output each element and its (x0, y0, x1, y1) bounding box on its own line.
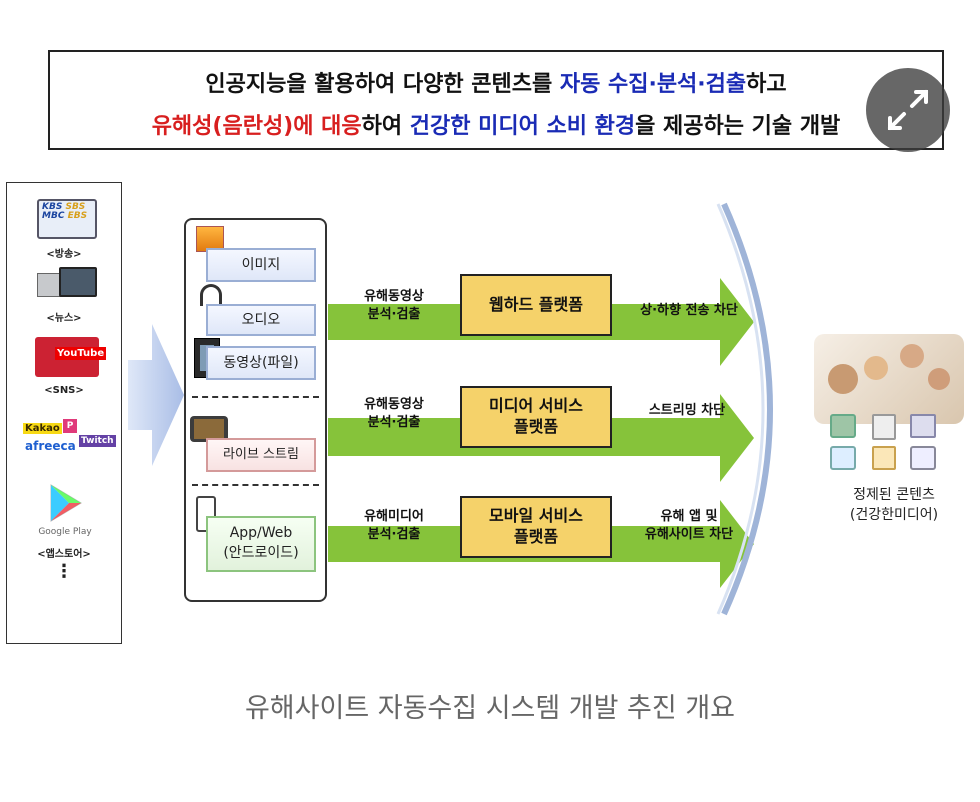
image-icon (196, 226, 224, 252)
type-app-web: App/Web (안드로이드) (206, 516, 316, 572)
source-panel: KBS SBS MBC EBS <방송> <뉴스> YouTube <SNS> … (6, 182, 122, 644)
app-web-label: App/Web (229, 525, 293, 541)
row-label-line: 유해동영상 (364, 289, 424, 304)
row-label-line: 유해 앱 및 (660, 509, 718, 524)
logo-afreeca: afreeca (25, 439, 76, 453)
row-label-line: 분석·검출 (367, 526, 421, 542)
expand-button[interactable] (866, 68, 950, 152)
streaming-platforms-icon: Kakao P afreeca Twitch (23, 419, 116, 453)
result-label-line: 정제된 콘텐츠 (853, 487, 935, 503)
result-label-line: (건강한미디어) (849, 506, 939, 523)
more-indicator: ⋮ (55, 561, 73, 582)
news-icon (37, 267, 97, 297)
source-caption-appstore: <앱스토어> (37, 549, 91, 560)
image-icon (830, 446, 856, 470)
type-image: 이미지 (206, 248, 316, 282)
headphones-icon (200, 284, 222, 306)
banner-text: 을 제공하는 기술 개발 (635, 114, 841, 139)
row-label-line: 스트리밍 차단 (648, 403, 726, 418)
platform-label: 웹하드 플랫폼 (489, 294, 583, 314)
tablet-icon (190, 416, 228, 442)
header-banner: 인공지능을 활용하여 다양한 콘텐츠를 자동 수집·분석·검출하고 유해성(음란… (48, 50, 944, 150)
type-live-stream: 라이브 스트림 (206, 438, 316, 472)
row-label-line: 유해미디어 (364, 509, 424, 524)
banner-text: 하고 (746, 72, 787, 97)
banner-line-2: 유해성(음란성)에 대응하여 건강한 미디어 소비 환경을 제공하는 기술 개발 (50, 108, 942, 140)
banner-line-1: 인공지능을 활용하여 다양한 콘텐츠를 자동 수집·분석·검출하고 (50, 66, 942, 98)
row3-left-label: 유해미디어 분석·검출 (340, 508, 448, 543)
music-icon (872, 446, 896, 470)
media-icon (830, 414, 856, 438)
video-icon (910, 414, 936, 438)
banner-text: 인공지능을 활용하여 다양한 콘텐츠를 (205, 72, 560, 97)
row-label-line: 유해동영상 (364, 397, 424, 412)
row-label-line: 유해사이트 차단 (644, 526, 734, 542)
type-audio: 오디오 (206, 304, 316, 336)
logo-kakao: Kakao (23, 423, 62, 434)
result-label: 정제된 콘텐츠 (건강한미디어) (824, 486, 964, 525)
app-web-sublabel: (안드로이드) (223, 544, 299, 561)
divider (192, 396, 319, 398)
google-play-icon (43, 483, 87, 523)
divider (192, 484, 319, 486)
logo-twitch: Twitch (79, 435, 116, 447)
banner-text-highlight: 유해성(음란성)에 대응 (151, 114, 362, 139)
window-icon (910, 446, 936, 470)
platform-webhard: 웹하드 플랫폼 (460, 274, 612, 336)
document-icon (872, 414, 896, 440)
row2-left-label: 유해동영상 분석·검출 (340, 396, 448, 431)
source-caption-broadcast: <방송> (46, 249, 82, 260)
platform-label: 미디어 서비스 (489, 396, 583, 416)
google-play-label: Google Play (38, 527, 92, 537)
type-video-file: 동영상(파일) (206, 346, 316, 380)
platform-label: 플랫폼 (513, 527, 559, 546)
family-photo (814, 334, 964, 424)
logo-youtube: YouTube (55, 347, 107, 360)
platform-mobile-service: 모바일 서비스 플랫폼 (460, 496, 612, 558)
row-label-line: 분석·검출 (367, 306, 421, 322)
banner-text: 하여 (361, 114, 410, 139)
logo-kbs: KBS (42, 202, 63, 212)
figure-caption: 유해사이트 자동수집 시스템 개발 추진 개요 (244, 693, 736, 724)
banner-text-highlight: 자동 수집·분석·검출 (559, 72, 747, 97)
filter-barrier-arc (716, 202, 773, 616)
platform-label: 모바일 서비스 (489, 506, 583, 526)
row1-right-label: 상·하향 전송 차단 (622, 302, 756, 320)
broadcast-tv-icon: KBS SBS MBC EBS (37, 199, 97, 239)
logo-mbc: MBC (42, 211, 65, 222)
row-label-line: 분석·검출 (367, 414, 421, 430)
row2-right-label: 스트리밍 차단 (622, 402, 752, 420)
content-type-panel: 이미지 오디오 동영상(파일) 라이브 스트림 App/Web (안드로이드) (184, 218, 327, 602)
source-caption-news: <뉴스> (46, 313, 82, 324)
input-arrow (128, 324, 184, 466)
banner-text-highlight: 건강한 미디어 소비 환경 (409, 114, 636, 139)
logo-ebs: EBS (67, 211, 88, 222)
expand-icon (888, 90, 928, 130)
row1-left-label: 유해동영상 분석·검출 (340, 288, 448, 323)
healthy-media-illustration (806, 326, 974, 476)
platform-label: 플랫폼 (513, 417, 559, 436)
platform-media-service: 미디어 서비스 플랫폼 (460, 386, 612, 448)
sns-collage-icon: YouTube (35, 337, 107, 377)
row-label-line: 상·하향 전송 차단 (640, 303, 738, 318)
source-caption-sns: <SNS> (44, 385, 84, 396)
logo-sbs: SBS (65, 202, 86, 212)
row3-right-label: 유해 앱 및 유해사이트 차단 (622, 508, 756, 543)
